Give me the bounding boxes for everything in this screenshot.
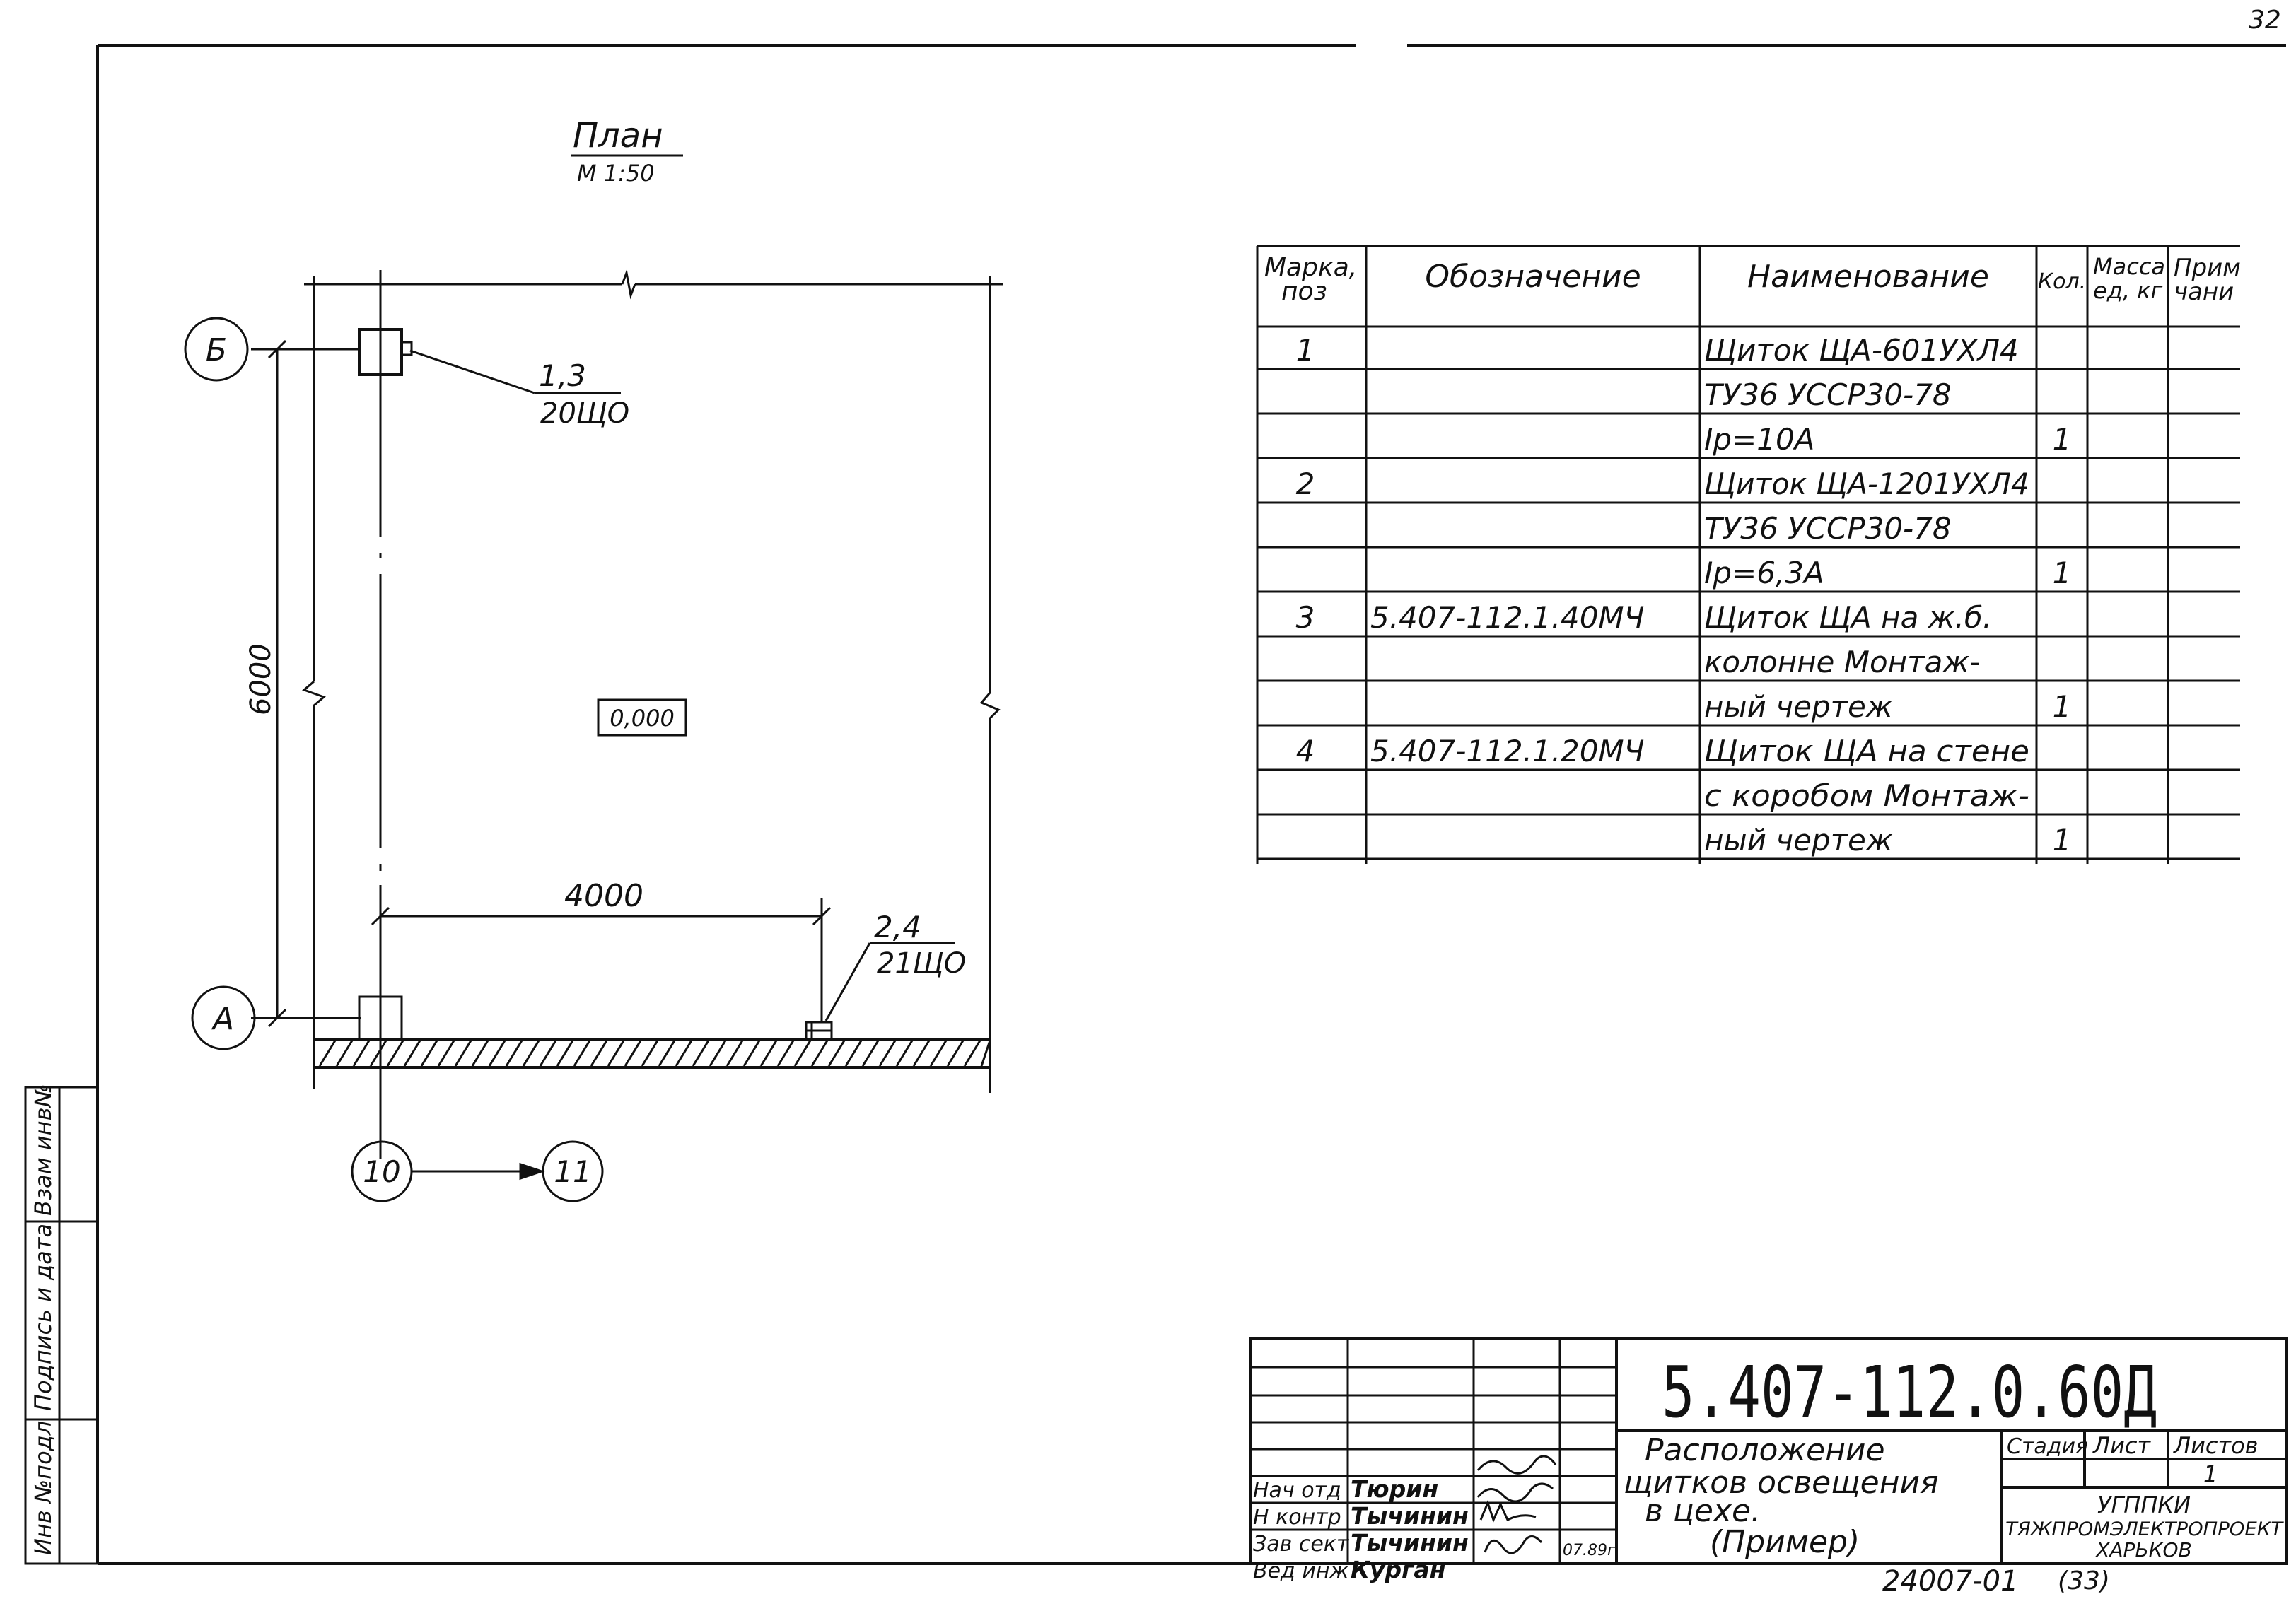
cell-name: Щиток ЩА-1201УХЛ4 bbox=[1704, 467, 2029, 501]
elevation-mark: 0,000 bbox=[610, 705, 675, 732]
th-mark-line1: Марка, bbox=[1264, 253, 1357, 282]
th-mass-line2: ед, кг bbox=[2093, 277, 2162, 304]
cell-qty: 1 bbox=[2053, 422, 2072, 457]
cell-name: ный чертеж bbox=[1704, 823, 1893, 857]
cell-mark: 4 bbox=[1296, 734, 1315, 768]
stamp-stage-label: Стадия bbox=[2007, 1434, 2088, 1459]
stamp-role: Нач отд bbox=[1253, 1478, 1341, 1503]
stamp-org-line1: УГППКИ bbox=[2097, 1492, 2191, 1518]
callout-2-bottom: 21ЩО bbox=[877, 947, 966, 980]
th-name: Наименование bbox=[1747, 259, 1989, 295]
stamp-person: Тычинин bbox=[1351, 1502, 1469, 1530]
th-note-line2: чани bbox=[2174, 278, 2234, 306]
stamp-title-line1: Расположение bbox=[1645, 1432, 1885, 1468]
th-mark-line2: поз bbox=[1281, 277, 1327, 306]
side-inv-orig: Инв №подл bbox=[30, 1421, 57, 1555]
side-inv-replace: Взам инв№ bbox=[30, 1084, 57, 1216]
axis-10-label: 10 bbox=[363, 1154, 400, 1189]
cell-name: Щиток ЩА на ж.б. bbox=[1704, 600, 1992, 635]
cell-designation: 5.407-112.1.40МЧ bbox=[1370, 600, 1644, 635]
callout-1-top: 1,3 bbox=[539, 358, 586, 393]
axis-a-label: А bbox=[211, 1001, 234, 1037]
side-sign-date: Подпись и дата bbox=[30, 1224, 57, 1411]
th-note-line1: Прим bbox=[2174, 254, 2241, 282]
stamp-title-line4: (Пример) bbox=[1710, 1524, 1860, 1560]
spec-table-grid bbox=[1256, 245, 2240, 864]
signature-marks bbox=[1476, 1455, 1557, 1554]
stamp-sheets-label: Листов bbox=[2173, 1432, 2259, 1459]
stamp-org-line2: ТЯЖПРОМЭЛЕКТРОПРОЕКТ bbox=[2005, 1518, 2285, 1540]
dim-vertical-6000: 6000 bbox=[245, 643, 277, 715]
th-mass-line1: Масса bbox=[2093, 253, 2165, 280]
page-number: 32 bbox=[2249, 6, 2281, 35]
cell-designation: 5.407-112.1.20МЧ bbox=[1370, 734, 1644, 768]
footer-ref: 24007-01 bbox=[1882, 1565, 2019, 1598]
cell-mark: 2 bbox=[1296, 467, 1315, 501]
stamp-title-line2: щитков освещения bbox=[1624, 1465, 1939, 1501]
stamp-person: Курган bbox=[1351, 1556, 1445, 1583]
cell-qty: 1 bbox=[2053, 556, 2072, 590]
axis-11-label: 11 bbox=[554, 1154, 591, 1189]
cell-qty: 1 bbox=[2053, 689, 2072, 724]
stamp-sheet-label: Лист bbox=[2092, 1432, 2151, 1459]
cell-mark: 3 bbox=[1296, 600, 1315, 635]
callout-1-bottom: 20ЩО bbox=[540, 397, 629, 430]
plan-scale: М 1:50 bbox=[577, 160, 655, 187]
th-designation: Обозначение bbox=[1425, 259, 1641, 295]
plan-drawing bbox=[184, 269, 1003, 1202]
cell-name: Щиток ЩА-601УХЛ4 bbox=[1704, 333, 2019, 368]
stamp-role: Зав сект bbox=[1253, 1532, 1350, 1557]
cell-name: Щиток ЩА на стене bbox=[1704, 734, 2029, 768]
dim-horizontal-4000: 4000 bbox=[564, 878, 643, 914]
stamp-sheets-value: 1 bbox=[2203, 1460, 2218, 1487]
cell-name: с коробом Монтаж- bbox=[1704, 778, 2029, 813]
cell-name: колонне Монтаж- bbox=[1704, 645, 1980, 679]
stamp-org-line3: ХАРЬКОВ bbox=[2094, 1538, 2192, 1562]
footer-page-ref: (33) bbox=[2058, 1566, 2110, 1595]
stamp-grid bbox=[1249, 1337, 2288, 1565]
axis-b-label: Б bbox=[206, 332, 227, 368]
stamp-person: Тюрин bbox=[1351, 1475, 1438, 1503]
stamp-code: 5.407-112.0.60Д bbox=[1662, 1351, 2157, 1434]
callout-2-top: 2,4 bbox=[874, 910, 921, 944]
stamp-title-line3: в цехе. bbox=[1645, 1493, 1761, 1529]
stamp-role: Н контр bbox=[1253, 1505, 1341, 1530]
th-qty: Кол. bbox=[2038, 269, 2086, 294]
cell-name: ТУ36 УССР30-78 bbox=[1704, 511, 1952, 546]
stamp-role: Вед инж bbox=[1253, 1559, 1348, 1583]
stamp-person: Тычинин bbox=[1351, 1529, 1469, 1557]
cell-name: Iр=10А bbox=[1704, 422, 1814, 457]
wall-hatching bbox=[318, 1040, 991, 1067]
stamp-date: 07.89г bbox=[1563, 1542, 1616, 1559]
cell-name: Iр=6,3А bbox=[1704, 556, 1824, 590]
plan-title: План bbox=[573, 116, 663, 156]
side-stamp bbox=[24, 1086, 99, 1565]
cell-qty: 1 bbox=[2053, 823, 2072, 857]
cell-name: ный чертеж bbox=[1704, 689, 1893, 724]
stamp-role-grid bbox=[1250, 1339, 1616, 1564]
cell-mark: 1 bbox=[1296, 333, 1315, 368]
cell-name: ТУ36 УССР30-78 bbox=[1704, 377, 1952, 412]
